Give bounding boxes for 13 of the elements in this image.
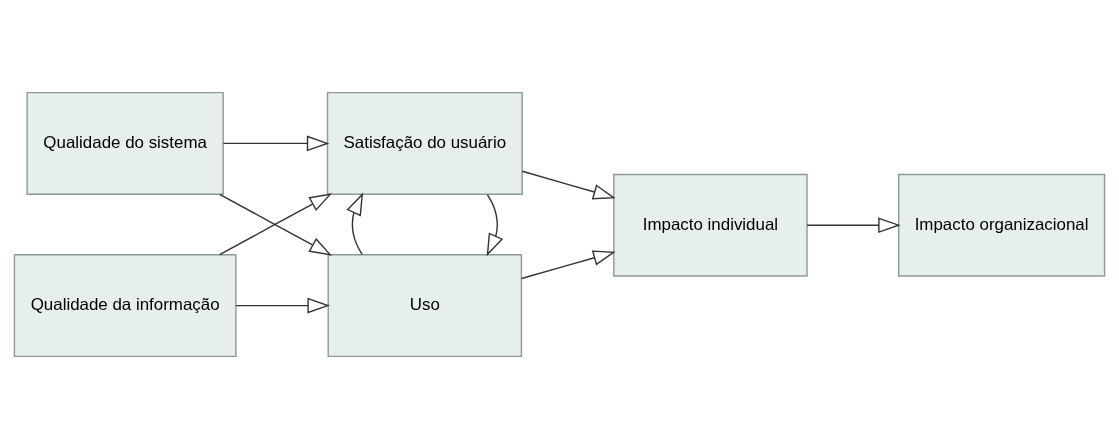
- arrow: [222, 135, 330, 151]
- arrow: [806, 216, 901, 233]
- arrow: [346, 192, 364, 255]
- node-box: Qualidade da informação: [13, 253, 237, 357]
- node-box: Qualidade do sistema: [26, 91, 224, 195]
- node-box: Impacto individual: [613, 173, 808, 277]
- node-box: Satisfação do usuário: [326, 91, 523, 195]
- arrow: [486, 193, 504, 256]
- arrow: [235, 297, 330, 313]
- node-box: Impacto organizacional: [897, 173, 1106, 277]
- node-box: Uso: [327, 253, 523, 357]
- arrow: [521, 170, 616, 199]
- arrow: [520, 249, 616, 279]
